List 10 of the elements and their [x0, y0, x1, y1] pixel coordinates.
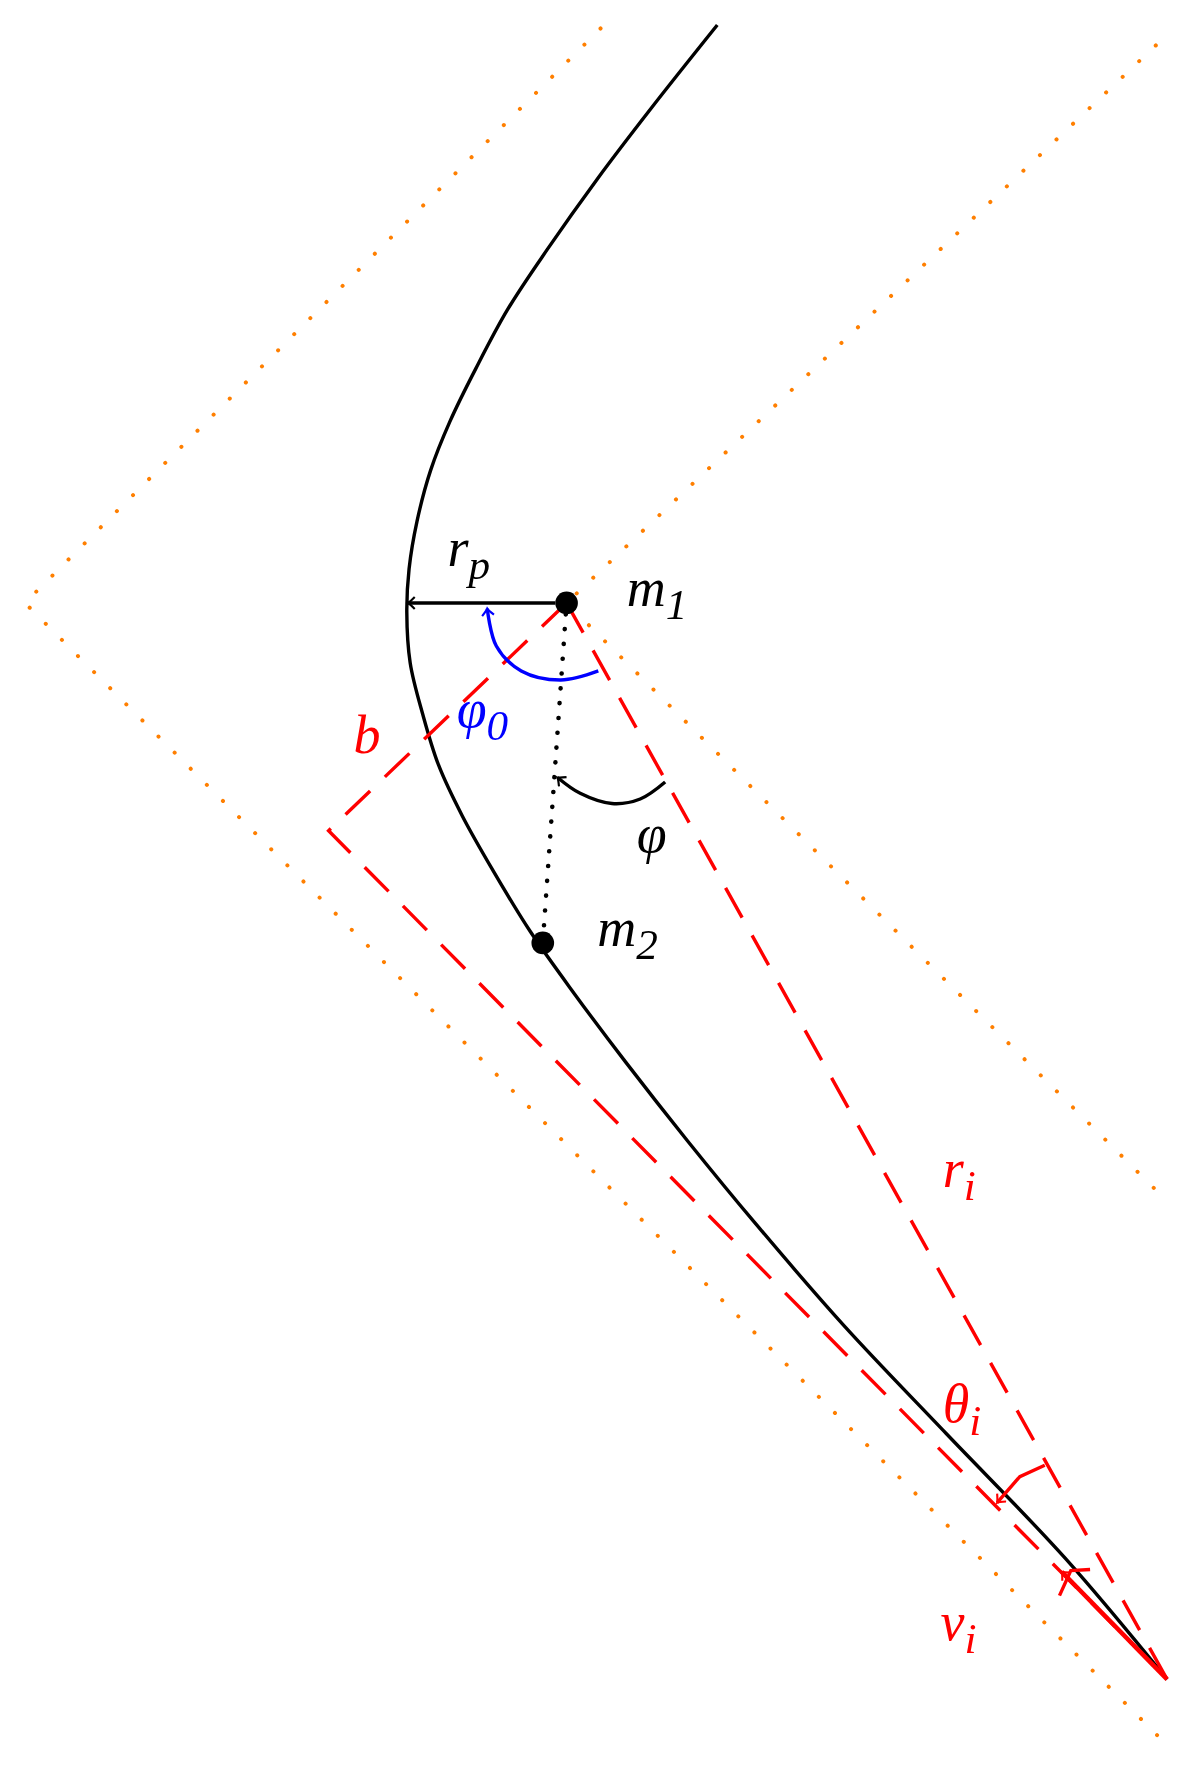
mass-dot [531, 931, 555, 955]
symbol-label: v$_{i}$ [940, 1595, 977, 1661]
mass-dot [555, 591, 578, 615]
mass-label: m$_{2}$ [597, 900, 658, 966]
symbol-label: θ$_{i}$ [942, 1376, 982, 1442]
edge-label: r$_{p}$ [447, 521, 491, 587]
mass-label: m$_{1}$ [626, 560, 688, 627]
symbol-label: r$_{i}$ [942, 1142, 976, 1208]
symbol-label: b [353, 708, 381, 763]
symbol-label: φ$_{0}$ [456, 682, 509, 748]
